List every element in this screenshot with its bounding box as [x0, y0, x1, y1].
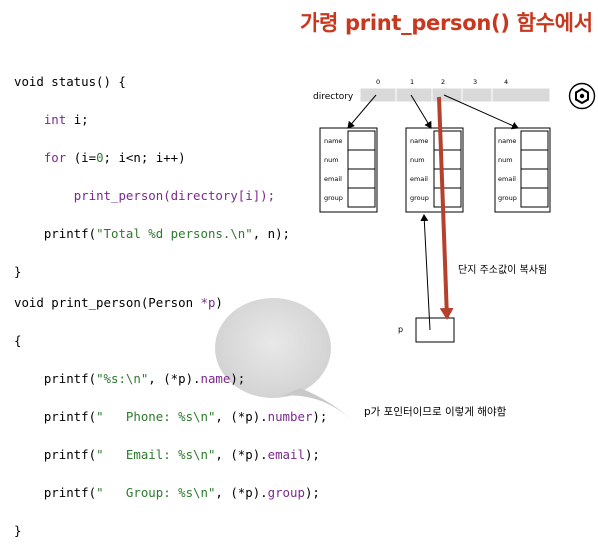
copy-arrow	[437, 96, 454, 320]
code-line: void status() {	[14, 74, 126, 89]
struct-field-box	[520, 130, 549, 151]
pointer-arrow	[443, 94, 519, 130]
code-line: printf(" Group: %s\n", (*p).group);	[43, 485, 320, 500]
struct-field-box	[433, 168, 462, 189]
memory-diagram: directory 0 1 2 3 4 name num email group…	[282, 78, 596, 420]
field-label: name	[410, 137, 428, 145]
field-label: group	[410, 194, 429, 202]
code-line: printf("Total %d persons.\n", n);	[43, 226, 291, 241]
code-line: int i;	[43, 112, 89, 127]
field-label: email	[498, 175, 516, 183]
field-label: name	[498, 137, 516, 145]
array-cell	[359, 87, 397, 103]
field-label: num	[324, 156, 339, 164]
copy-note: 단지 주소값이 복사됨	[458, 264, 547, 276]
array-index: 2	[441, 78, 445, 86]
hexagon-nut-icon	[568, 82, 596, 110]
speech-bubble-tail	[282, 388, 352, 420]
struct-field-box	[347, 149, 376, 170]
pointer-arrow	[347, 94, 377, 129]
struct-outline	[494, 127, 551, 213]
code-line: void print_person(Person *p)	[14, 295, 223, 310]
person-struct: name num email group	[319, 127, 378, 213]
person-struct: name num email group	[494, 127, 551, 213]
speech-bubble	[215, 298, 331, 398]
pointer-note: p가 포인터이므로 이렇게 해야함	[364, 406, 507, 418]
field-label: name	[324, 137, 342, 145]
field-label: num	[410, 156, 425, 164]
code-line: printf(" Email: %s\n", (*p).email);	[43, 447, 320, 462]
struct-field-box	[520, 149, 549, 170]
code-line: {	[14, 333, 22, 348]
pointer-arrow	[410, 94, 432, 129]
struct-outline	[405, 127, 464, 213]
field-label: group	[498, 194, 517, 202]
struct-field-box	[347, 168, 376, 189]
struct-outline	[319, 127, 378, 213]
page-title: 가령 print_person() 함수에서	[300, 11, 593, 35]
directory-label: directory	[313, 92, 354, 102]
array-cell	[491, 87, 551, 103]
code-line: }	[14, 523, 22, 538]
struct-field-box	[347, 187, 376, 208]
code-line: }	[14, 264, 22, 279]
array-cell	[431, 87, 463, 103]
p-label: p	[398, 325, 403, 334]
array-index: 3	[473, 78, 477, 86]
code-line: printf(" Phone: %s\n", (*p).number);	[43, 409, 328, 424]
struct-field-box	[520, 168, 549, 189]
code-line: printf("%s:\n", (*p).name);	[43, 371, 246, 386]
struct-field-box	[433, 187, 462, 208]
person-struct: name num email group	[405, 127, 464, 213]
array-index: 4	[504, 78, 508, 86]
struct-field-box	[433, 149, 462, 170]
p-pointer-arrow	[420, 214, 431, 331]
struct-field-box	[433, 130, 462, 151]
directory-array	[359, 87, 551, 103]
array-index: 0	[376, 78, 380, 86]
field-label: email	[324, 175, 342, 183]
field-label: group	[324, 194, 343, 202]
struct-field-box	[347, 130, 376, 151]
code-line: print_person(directory[i]);	[73, 188, 276, 203]
status-code-block: void status() { int i; for (i=0; i<n; i+…	[14, 53, 290, 300]
array-index: 1	[410, 78, 414, 86]
array-cell	[461, 87, 493, 103]
field-label: num	[498, 156, 513, 164]
p-pointer-box	[415, 317, 455, 343]
field-label: email	[410, 175, 428, 183]
struct-field-box	[520, 187, 549, 208]
code-line: for (i=0; i<n; i++)	[43, 150, 186, 165]
